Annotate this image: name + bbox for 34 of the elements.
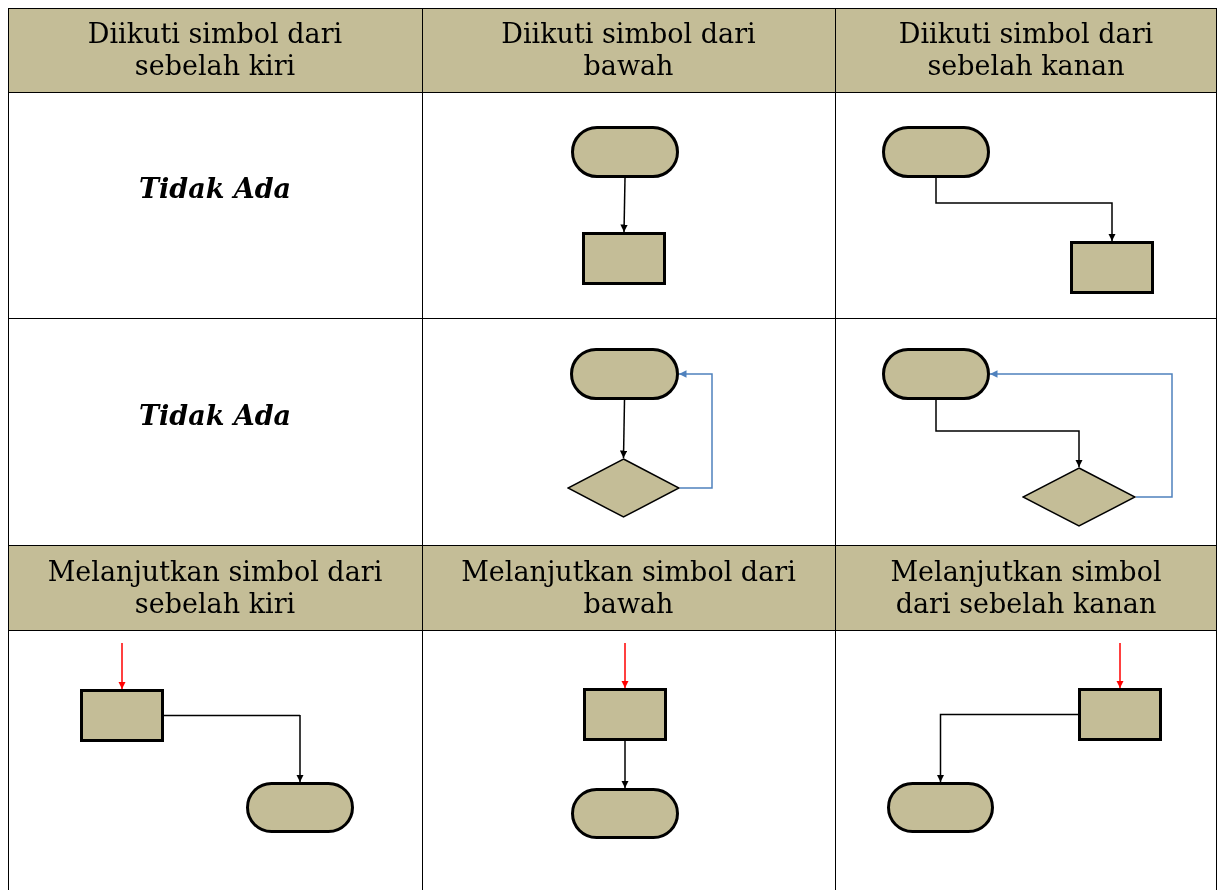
arrow (621, 740, 629, 789)
decision-diamond (567, 458, 680, 518)
terminator-shape (882, 348, 990, 400)
terminator-shape (571, 788, 679, 839)
decision-diamond (1022, 467, 1136, 527)
terminator-shape (882, 126, 990, 178)
terminator-shape (887, 782, 994, 833)
column-header: Diikuti simbol dari sebelah kiri (8, 8, 422, 92)
column-header: Melanjutkan simbol dari sebelah kanan (835, 545, 1217, 630)
process-box (582, 232, 666, 285)
note-text: Tidak Ada (137, 171, 293, 206)
arrow (1116, 642, 1124, 689)
arrow (935, 399, 1083, 468)
arrow (619, 399, 628, 459)
note-text: Tidak Ada (137, 398, 293, 433)
process-box (1078, 688, 1162, 741)
column-header: Melanjutkan simbol dari bawah (422, 545, 835, 630)
arrow (935, 177, 1116, 242)
arrow (678, 370, 713, 489)
process-box (80, 689, 164, 742)
terminator-shape (570, 348, 679, 400)
arrow (621, 642, 629, 689)
column-header: Diikuti simbol dari sebelah kanan (835, 8, 1217, 92)
process-box (1070, 241, 1154, 294)
terminator-shape (246, 782, 354, 833)
column-header: Diikuti simbol dari bawah (422, 8, 835, 92)
arrow (989, 370, 1173, 498)
arrow (118, 642, 126, 690)
arrow (620, 177, 628, 233)
arrow (936, 713, 1079, 783)
process-box (583, 688, 667, 741)
terminator-shape (571, 126, 679, 178)
column-header: Melanjutkan simbol dari sebelah kiri (8, 545, 422, 630)
arrow (163, 714, 304, 783)
